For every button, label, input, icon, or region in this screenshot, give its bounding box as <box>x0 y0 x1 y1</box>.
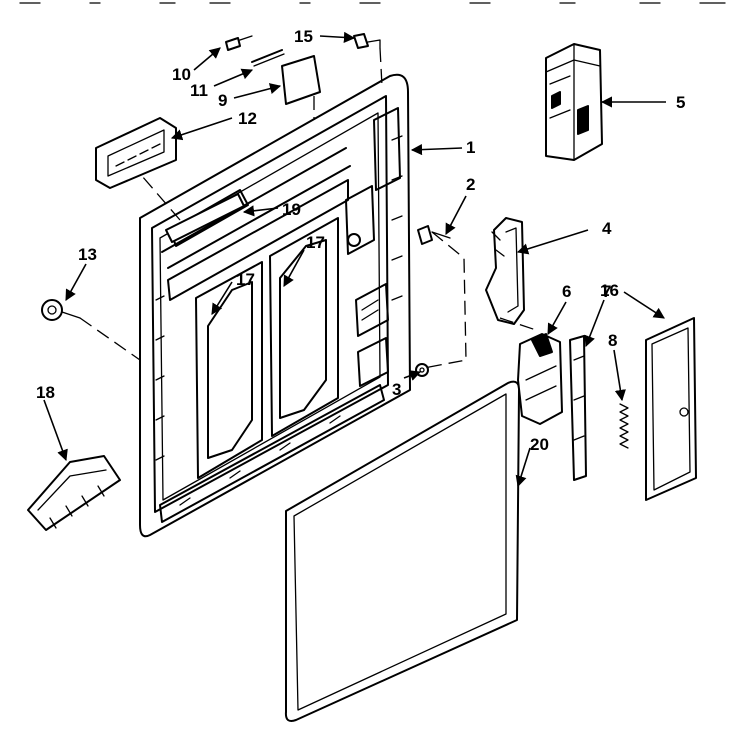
callout-8: 8 <box>608 331 617 350</box>
callout-19: 19 <box>282 200 301 219</box>
leader-arrows <box>43 31 666 488</box>
outer-door-panel <box>284 380 521 722</box>
callout-18: 18 <box>36 383 55 402</box>
spring-8 <box>619 403 629 449</box>
screw-2 <box>417 225 451 245</box>
detergent-dispenser <box>545 43 603 161</box>
spring-11 <box>251 49 285 67</box>
handle-bracket <box>95 117 177 189</box>
callout-7: 7 <box>602 282 611 301</box>
callout-9: 9 <box>218 91 227 110</box>
cover-plate <box>281 55 321 105</box>
callout-17b: 17 <box>306 233 325 252</box>
callout-11: 11 <box>190 81 208 100</box>
callout-4: 4 <box>602 219 612 238</box>
callout-1: 1 <box>466 138 475 157</box>
callout-2: 2 <box>466 175 475 194</box>
callout-10: 10 <box>172 65 191 84</box>
side-trim <box>645 317 697 501</box>
screw-15 <box>353 33 381 49</box>
callout-5: 5 <box>676 93 685 112</box>
toe-kick <box>27 455 121 531</box>
screw-10 <box>225 35 253 51</box>
inner-door-panel <box>139 73 411 538</box>
callout-15: 15 <box>294 27 313 46</box>
latch-assembly <box>485 217 525 325</box>
assembly-lines <box>79 47 537 369</box>
switch-housing <box>517 333 563 425</box>
callout-17a: 17 <box>236 270 255 289</box>
callout-13: 13 <box>78 245 97 264</box>
callout-labels: 1 2 3 4 5 6 7 8 9 10 11 12 13 15 16 17 1… <box>36 27 685 454</box>
callout-3: 3 <box>392 380 401 399</box>
callout-6: 6 <box>562 282 571 301</box>
callout-20: 20 <box>530 435 549 454</box>
callout-16: 16 <box>600 281 619 300</box>
bumper <box>41 299 81 321</box>
callout-12: 12 <box>238 109 257 128</box>
actuator-bar <box>569 335 587 481</box>
nut-3 <box>415 363 429 377</box>
